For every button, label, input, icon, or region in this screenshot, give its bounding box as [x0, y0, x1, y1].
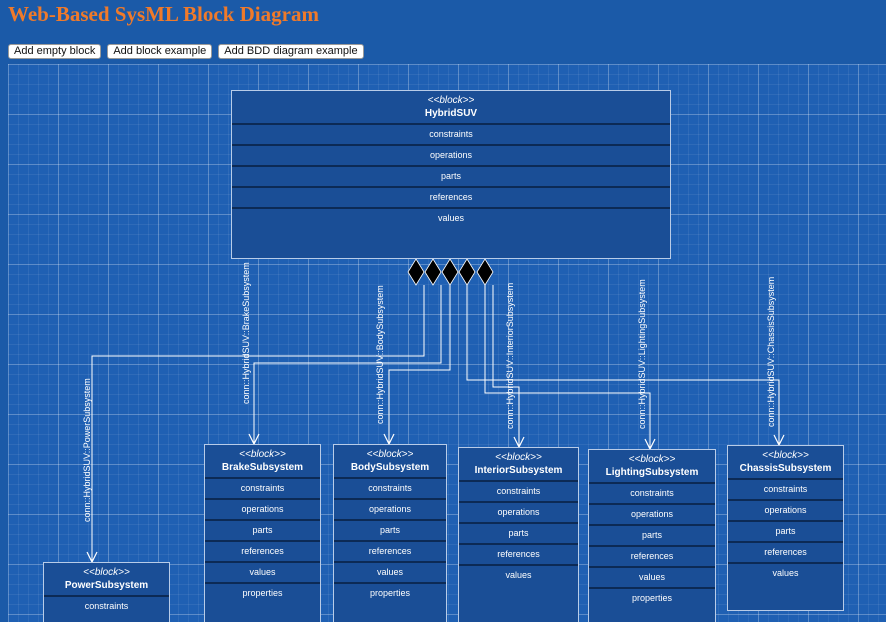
compartment-constraints[interactable]: constraints — [728, 478, 843, 499]
compartment-operations[interactable]: operations — [589, 503, 715, 524]
compartment-constraints[interactable]: constraints — [205, 477, 320, 498]
block-name: ChassisSubsystem — [739, 463, 832, 474]
compartment-values[interactable]: values — [205, 561, 320, 582]
compartment-properties[interactable]: properties — [589, 587, 715, 608]
connector-label-brake: conn::HybridSUV::BrakeSubsystem — [241, 262, 251, 404]
block-stereotype: <<block>> — [366, 449, 414, 460]
block-name: InteriorSubsystem — [474, 465, 563, 476]
connector-line-power — [91, 285, 425, 562]
composition-diamond-4 — [458, 258, 476, 286]
add-bdd-diagram-example-button[interactable]: Add BDD diagram example — [218, 44, 364, 59]
compartment-operations[interactable]: operations — [232, 144, 670, 165]
block-stereotype: <<block>> — [762, 450, 809, 461]
connector-label-lighting: conn::HybridSUV::LightingSubsystem — [637, 279, 647, 429]
compartment-values[interactable]: values — [334, 561, 446, 582]
connector-label-power: conn::HybridSUV::PowerSubsystem — [82, 378, 92, 522]
block-power[interactable]: <<block>> PowerSubsystem constraints — [43, 562, 170, 622]
connector-label-interior: conn::HybridSUV::InteriorSubsystem — [505, 282, 515, 429]
compartment-values[interactable]: values — [232, 207, 670, 228]
composition-diamond-2 — [424, 258, 442, 286]
connector-line-body — [388, 285, 451, 444]
connector-line-interior — [492, 285, 520, 447]
compartment-references[interactable]: references — [232, 186, 670, 207]
block-stereotype: <<block>> — [239, 449, 286, 460]
compartment-values[interactable]: values — [589, 566, 715, 587]
block-stereotype: <<block>> — [83, 567, 130, 578]
block-name: HybridSUV — [424, 108, 478, 119]
compartment-constraints[interactable]: constraints — [459, 480, 578, 501]
composition-diamond-1 — [407, 258, 425, 286]
composition-diamond-5 — [476, 258, 494, 286]
add-empty-block-button[interactable]: Add empty block — [8, 44, 102, 59]
compartment-parts[interactable]: parts — [232, 165, 670, 186]
page-title: Web-Based SysML Block Diagram — [8, 2, 319, 26]
block-name: BodySubsystem — [350, 462, 430, 473]
compartment-parts[interactable]: parts — [459, 522, 578, 543]
block-name: BrakeSubsystem — [221, 462, 304, 473]
block-name: LightingSubsystem — [605, 467, 699, 478]
compartment-references[interactable]: references — [334, 540, 446, 561]
connector-line-chassis — [466, 285, 780, 445]
composition-diamond-3 — [441, 258, 459, 286]
compartment-parts[interactable]: parts — [589, 524, 715, 545]
compartment-parts[interactable]: parts — [728, 520, 843, 541]
block-name: PowerSubsystem — [64, 580, 149, 591]
compartment-values[interactable]: values — [728, 562, 843, 583]
connector-line-brake — [253, 285, 442, 444]
compartment-references[interactable]: references — [728, 541, 843, 562]
block-stereotype: <<block>> — [628, 454, 676, 465]
connectors-layer — [86, 258, 785, 564]
compartment-operations[interactable]: operations — [334, 498, 446, 519]
compartment-properties[interactable]: properties — [205, 582, 320, 603]
compartment-parts[interactable]: parts — [205, 519, 320, 540]
compartment-references[interactable]: references — [205, 540, 320, 561]
compartment-constraints[interactable]: constraints — [589, 482, 715, 503]
compartment-references[interactable]: references — [459, 543, 578, 564]
connector-label-body: conn::HybridSUV::BodySubsystem — [375, 285, 385, 424]
connector-label-chassis: conn::HybridSUV::ChassisSubsystem — [766, 276, 776, 427]
toolbar: Add empty block Add block example Add BD… — [8, 44, 364, 59]
compartment-operations[interactable]: operations — [459, 501, 578, 522]
block-stereotype: <<block>> — [495, 452, 542, 463]
compartment-constraints[interactable]: constraints — [44, 595, 169, 616]
compartment-operations[interactable]: operations — [205, 498, 320, 519]
compartment-constraints[interactable]: constraints — [232, 123, 670, 144]
compartment-values[interactable]: values — [459, 564, 578, 585]
add-block-example-button[interactable]: Add block example — [107, 44, 213, 59]
compartment-operations[interactable]: operations — [728, 499, 843, 520]
connector-line-lighting — [484, 285, 651, 449]
compartment-constraints[interactable]: constraints — [334, 477, 446, 498]
compartment-parts[interactable]: parts — [334, 519, 446, 540]
compartment-properties[interactable]: properties — [334, 582, 446, 603]
block-stereotype: <<block>> — [427, 95, 475, 106]
compartment-references[interactable]: references — [589, 545, 715, 566]
